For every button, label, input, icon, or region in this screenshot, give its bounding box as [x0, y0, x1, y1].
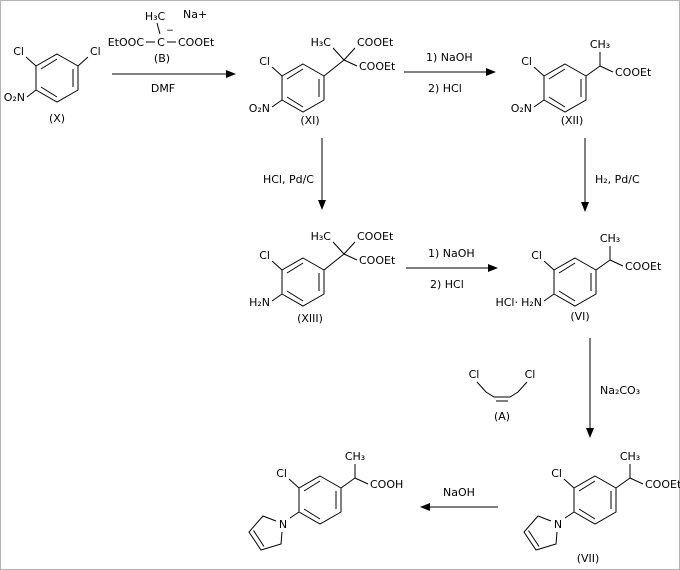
structure-product: N Cl CH₃ COOH: [248, 450, 403, 551]
compound-label-xiii: (XIII): [297, 312, 323, 325]
cl-label: Cl: [259, 55, 270, 68]
h2-pdc-label: H₂, Pd/C: [595, 173, 640, 186]
cl-label: Cl: [259, 249, 270, 262]
bond: [271, 241, 358, 302]
h3c-label: H₃C: [145, 10, 166, 23]
ch3-label: CH₃: [620, 450, 640, 463]
nitro-label: O₂N: [249, 102, 270, 115]
bond: [543, 246, 624, 302]
bond: [288, 464, 369, 519]
step2-label: 2) HCl: [428, 82, 462, 95]
bond: [146, 22, 176, 43]
acid-label: COOH: [370, 478, 403, 491]
naoh-label: NaOH: [443, 486, 475, 499]
arrow-xi-to-xii: 1) NaOH 2) HCl: [404, 51, 496, 95]
cl-label: Cl: [276, 467, 287, 480]
step1-label: 1) NaOH: [428, 247, 475, 260]
ester-label: COOEt: [359, 254, 396, 267]
structure-vii: N Cl CH₃ COOEt (VII): [523, 450, 680, 565]
carbon-label: C: [157, 36, 165, 49]
ch3-label: CH₃: [345, 450, 365, 463]
dmf-label: DMF: [151, 82, 175, 95]
arrowhead-icon: [488, 264, 498, 272]
arrow-xii-to-vi: H₂, Pd/C: [581, 138, 640, 212]
compound-label-a: (A): [494, 410, 510, 423]
hcl-pdc-label: HCl, Pd/C: [263, 173, 314, 186]
cl-label: Cl: [551, 467, 562, 480]
arrow-vi-to-vii: Na₂CO₃: [586, 338, 640, 438]
nitro-label: O₂N: [511, 102, 532, 115]
arrowhead-icon: [486, 68, 496, 76]
arrowhead-icon: [586, 428, 594, 438]
structure-xii: Cl O₂N CH₃ COOEt (XII): [511, 38, 652, 127]
arrowhead-icon: [318, 200, 326, 210]
ester-label: COOEt: [357, 36, 394, 49]
nitrogen-label: N: [279, 518, 287, 531]
h3c-label: H₃C: [311, 36, 332, 49]
ester-label: COOEt: [359, 60, 396, 73]
ester-label: COOEt: [357, 230, 394, 243]
ester-label: COOEt: [178, 36, 215, 49]
bond: [533, 52, 614, 108]
compound-label-x: (X): [49, 112, 65, 125]
cl-label: Cl: [13, 45, 24, 58]
bond: [563, 464, 644, 519]
arrowhead-icon: [226, 70, 236, 78]
step1-label: 1) NaOH: [426, 51, 473, 64]
compound-label-xi: (XI): [300, 114, 319, 127]
arrow-vii-to-product: NaOH: [420, 486, 498, 511]
h3c-label: H₃C: [311, 230, 332, 243]
nitro-label: O₂N: [4, 91, 25, 104]
ester-label: COOEt: [615, 66, 652, 79]
na2co3-label: Na₂CO₃: [600, 384, 640, 397]
cl-label: Cl: [531, 249, 542, 262]
arrowhead-icon: [581, 202, 589, 212]
amine-label: H₂N: [521, 296, 542, 309]
nitrogen-label: N: [554, 518, 562, 531]
minus-charge: −: [166, 26, 174, 36]
compound-label-vii: (VII): [577, 552, 600, 565]
structure-x: Cl Cl O₂N (X): [4, 45, 101, 125]
structure-vi: Cl H₂N HCl· CH₃ COOEt (VI): [495, 232, 661, 323]
step2-label: 2) HCl: [430, 278, 464, 291]
arrow-xi-to-xiii: HCl, Pd/C: [263, 138, 326, 210]
ester-label: EtOOC: [108, 36, 145, 49]
hcl-salt-label: HCl·: [495, 296, 518, 309]
arrow-xiii-to-vi: 1) NaOH 2) HCl: [406, 247, 498, 291]
structure-xiii: Cl H₂N H₃C COOEt COOEt (XIII): [249, 230, 396, 325]
ester-label: COOEt: [645, 478, 680, 491]
cl-label: Cl: [525, 368, 536, 381]
compound-label-vi: (VI): [570, 310, 589, 323]
cl-label: Cl: [521, 55, 532, 68]
amine-label: H₂N: [249, 296, 270, 309]
ch3-label: CH₃: [600, 232, 620, 245]
ch3-label: CH₃: [590, 38, 610, 51]
bond: [25, 56, 89, 98]
cl-label: Cl: [469, 368, 480, 381]
reagent-a: Cl Cl (A): [469, 368, 536, 423]
compound-label-xii: (XII): [561, 114, 584, 127]
structure-xi: Cl O₂N H₃C COOEt COOEt (XI): [249, 36, 396, 127]
compound-label-b: (B): [154, 52, 170, 65]
sodium-label: Na+: [183, 8, 207, 21]
arrowhead-icon: [420, 503, 430, 511]
ester-label: COOEt: [625, 260, 662, 273]
bond: [476, 381, 528, 402]
bond: [271, 47, 358, 108]
reagent-b: H₃C Na+ − C EtOOC COOEt (B): [108, 8, 215, 65]
arrow-x-to-xi: DMF: [112, 70, 236, 95]
cl-label: Cl: [90, 45, 101, 58]
